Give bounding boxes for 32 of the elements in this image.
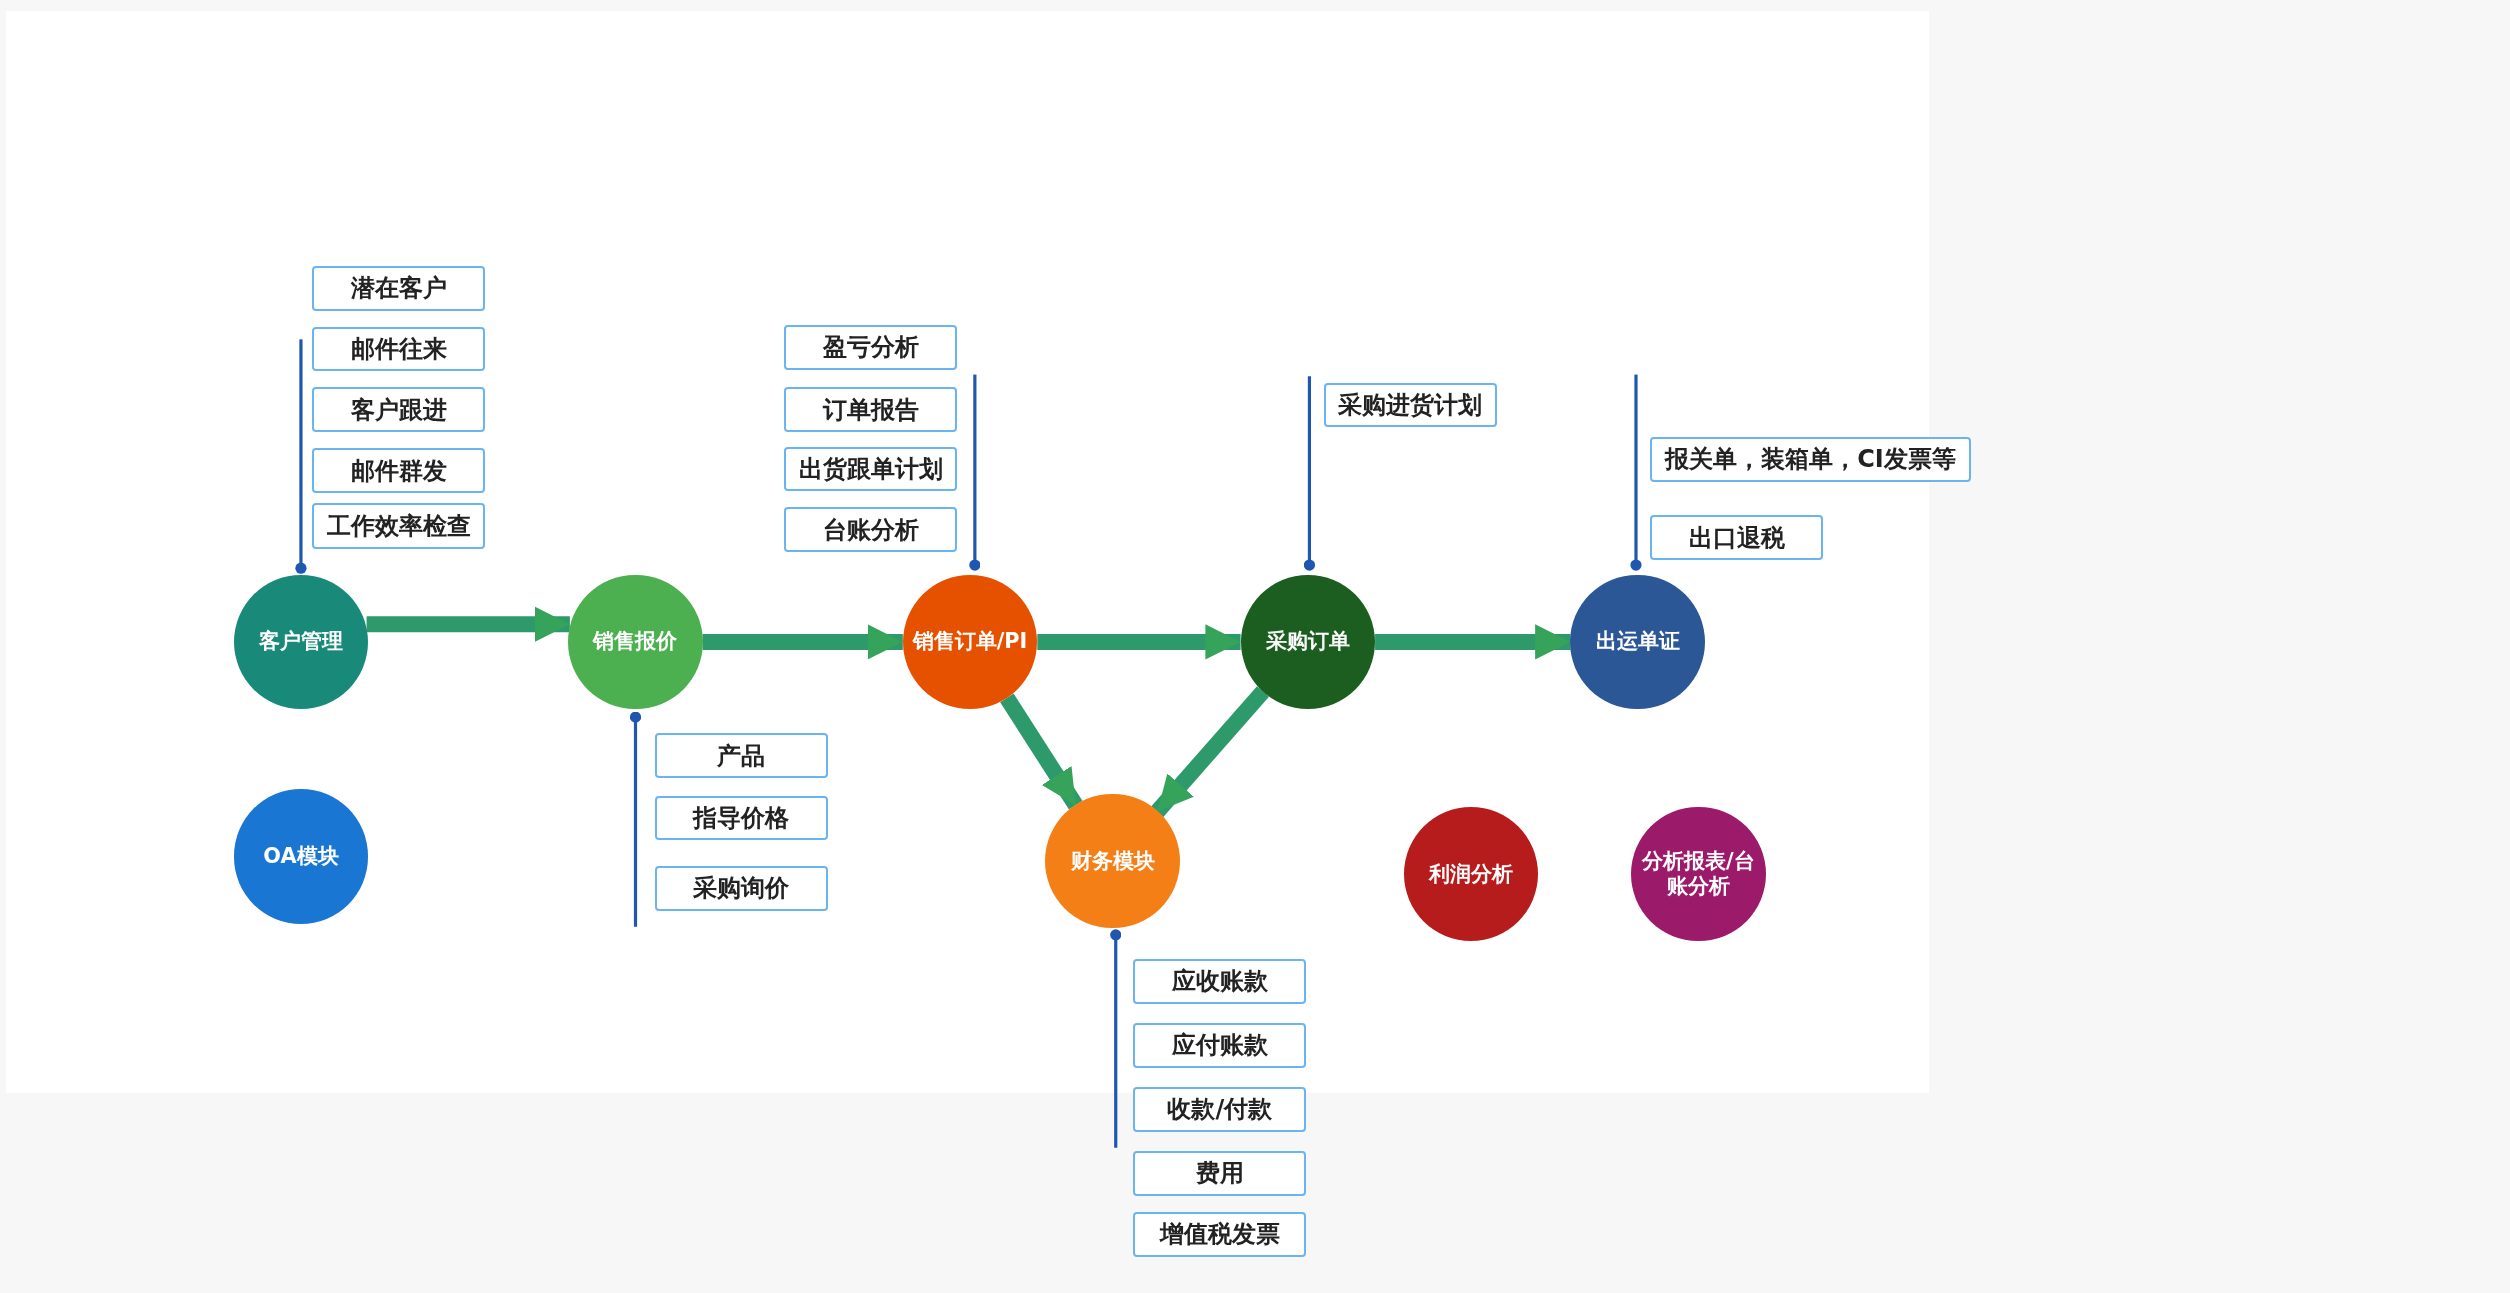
- feature-box: 应收账款: [1133, 958, 1307, 1004]
- feature-box: 潜在客户: [312, 265, 485, 311]
- feature-box: 盈亏分析: [784, 324, 958, 370]
- feature-box: 费用: [1133, 1150, 1307, 1196]
- arrow: [366, 606, 570, 642]
- feature-box: 出货跟单计划: [784, 446, 958, 492]
- feature-box: 增值税发票: [1133, 1211, 1307, 1257]
- leader-line: [295, 339, 307, 574]
- feature-box: 邮件往来: [312, 326, 485, 372]
- leader-line: [1630, 374, 1642, 571]
- arrow: [702, 624, 903, 660]
- leader-line: [1303, 376, 1316, 571]
- feature-box: 报关单，装箱单，CI发票等: [1650, 437, 1971, 482]
- feature-box: 收款/付款: [1133, 1086, 1307, 1132]
- feature-box: 应付账款: [1133, 1022, 1307, 1068]
- arrow: [1151, 686, 1269, 817]
- leader-line: [969, 374, 981, 571]
- arrow: [1037, 624, 1241, 660]
- leader-line: [1110, 929, 1122, 1148]
- feature-box: 订单报告: [784, 387, 958, 433]
- arrow: [1375, 624, 1571, 660]
- feature-box: 台账分析: [784, 507, 958, 553]
- feature-box: 采购询价: [654, 866, 828, 911]
- arrow: [1000, 693, 1083, 810]
- feature-box: 客户跟进: [312, 387, 485, 433]
- feature-box: 邮件群发: [312, 448, 485, 493]
- feature-box: 出口退税: [1650, 515, 1824, 561]
- feature-box: 产品: [654, 733, 828, 778]
- feature-box: 工作效率检查: [312, 502, 485, 550]
- feature-box: 指导价格: [654, 795, 828, 841]
- feature-box: 采购进货计划: [1323, 382, 1497, 428]
- leader-line: [629, 711, 642, 927]
